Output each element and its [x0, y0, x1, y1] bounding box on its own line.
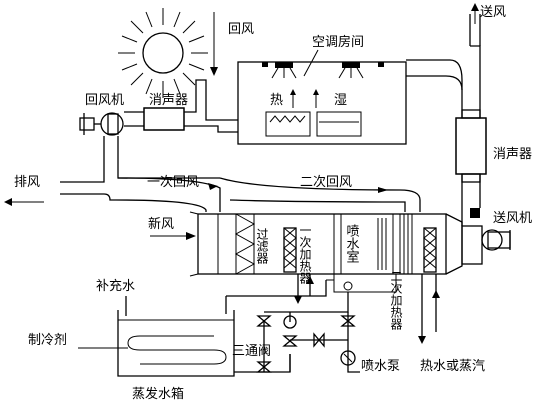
sun-icon: [118, 8, 208, 98]
pump-icon: [340, 350, 356, 366]
primary-heater: [283, 227, 297, 273]
silencer-icon: [143, 107, 185, 131]
valve-icon: [256, 361, 272, 373]
supply-air-top-label: 送风: [480, 5, 506, 20]
valve-icon: [282, 335, 298, 347]
silencer-right-label: 消声器: [493, 147, 532, 162]
filter-label: 过滤器: [255, 228, 269, 265]
evap-tank: [117, 310, 235, 377]
evap-tank-label: 蒸发水箱: [132, 386, 184, 402]
valve-icon: [313, 332, 325, 348]
fan-icon: [79, 112, 124, 136]
ceiling-diffuser-icon: [338, 62, 364, 79]
refrigerant-label: 制冷剂: [28, 333, 67, 348]
three-way-valve-label: 三通阀: [232, 344, 271, 359]
secondary-heater: [423, 227, 437, 273]
ac-room-label: 空调房间: [312, 34, 364, 50]
supply-fan-label: 送风机: [493, 211, 532, 226]
return-air-top-label: 回风: [228, 22, 254, 37]
silencer-left-label: 消声器: [149, 93, 188, 108]
secondary-heater-label: 二次加热器: [389, 270, 403, 331]
return-fan-label: 回风机: [85, 93, 124, 108]
fan-icon: [461, 208, 511, 265]
primary-heater-label: 一次加热器: [298, 224, 312, 285]
valve-icon: [256, 315, 272, 327]
silencer-icon: [455, 109, 487, 183]
spray-chamber-label: 喷水室: [344, 224, 360, 263]
ac-room: [237, 61, 407, 145]
heat-label: 热: [270, 93, 283, 108]
humidity-label: 湿: [334, 93, 347, 108]
makeup-water-label: 补充水: [96, 278, 135, 294]
exhaust-label: 排风: [14, 175, 40, 190]
secondary-return-label: 二次回风: [300, 174, 352, 190]
hot-water-steam-label: 热水或蒸汽: [420, 359, 485, 374]
valve-icon: [340, 315, 356, 327]
spray-pump-label: 喷水泵: [361, 359, 400, 374]
fresh-air-label: 新风: [148, 216, 174, 232]
air-handling-unit: [197, 213, 447, 275]
primary-return-label: 一次回风: [147, 174, 199, 190]
ceiling-diffuser-icon: [271, 62, 297, 79]
filter: [234, 213, 256, 275]
